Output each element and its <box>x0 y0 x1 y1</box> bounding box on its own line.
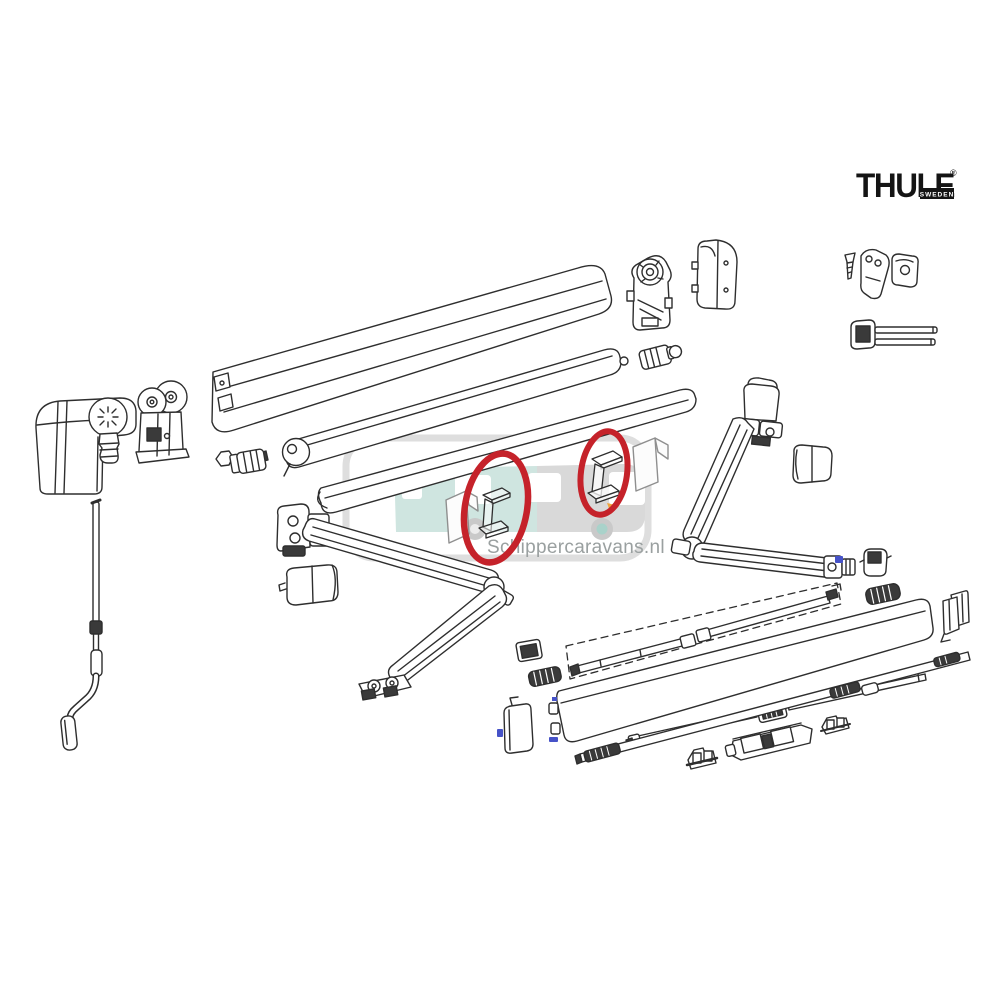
brand-tagline-box <box>920 188 954 199</box>
watermark-text: Schippercaravans.nl <box>487 537 665 558</box>
right-arm-cover <box>792 444 833 484</box>
lead-rail-panel <box>548 598 934 743</box>
caravan-wheel-left-hub <box>470 524 480 534</box>
tension-knob <box>88 397 128 464</box>
blue-marker <box>497 729 503 737</box>
arm-end-fitting <box>823 555 856 579</box>
caravan-wheel-right-hub <box>596 523 608 535</box>
highlight-ellipse-right <box>577 428 631 518</box>
lead-rail <box>574 651 971 765</box>
rafter-clamp <box>859 548 892 577</box>
end-plate <box>497 696 534 754</box>
tension-rafter <box>569 583 842 677</box>
rafter-clamp <box>515 638 543 663</box>
rafter-roller <box>527 666 562 687</box>
brand-tagline: SWEDEN <box>920 192 955 199</box>
rafter-roller <box>865 583 901 605</box>
hinge-plate <box>860 248 890 300</box>
left-support-arm <box>301 517 515 686</box>
arm-cover-left <box>278 564 339 606</box>
left-arm-foot <box>358 674 412 701</box>
mounting-bracket-right <box>587 450 623 504</box>
right-arm-shoulder <box>735 377 784 447</box>
highlight-ellipse-left <box>460 450 532 566</box>
corner-sheet-right <box>632 437 669 492</box>
roller-tube <box>281 348 629 477</box>
fixing-screw <box>844 252 856 280</box>
slider-foot-double <box>724 722 813 761</box>
awning-cassette-lid <box>211 264 613 433</box>
highlights <box>460 428 631 566</box>
blue-marker <box>549 737 558 742</box>
blue-marker <box>835 556 843 563</box>
blue-marker <box>552 697 557 701</box>
cover-cap <box>891 253 919 288</box>
cassette-end-cap <box>691 239 738 310</box>
wall-clamp-with-pins <box>850 319 938 350</box>
wall-bracket <box>135 380 190 464</box>
right-support-arm <box>670 416 835 578</box>
roller-adapter <box>638 344 683 370</box>
mounting-bracket-left <box>478 487 511 539</box>
brand-name: THULE <box>856 167 955 205</box>
caravan-window <box>528 473 561 502</box>
slider-foot-small <box>685 747 719 770</box>
rail-end-bracket <box>940 590 970 643</box>
brand-logo: THULE ® SWEDEN <box>856 167 957 205</box>
dashed-selection-box <box>565 582 842 680</box>
gearbox <box>626 255 673 331</box>
registered-mark: ® <box>950 168 957 178</box>
slider-foot-small <box>820 715 851 735</box>
roller-spigot <box>215 448 269 474</box>
crank-handle <box>60 498 103 751</box>
diagram-linework <box>35 239 971 770</box>
